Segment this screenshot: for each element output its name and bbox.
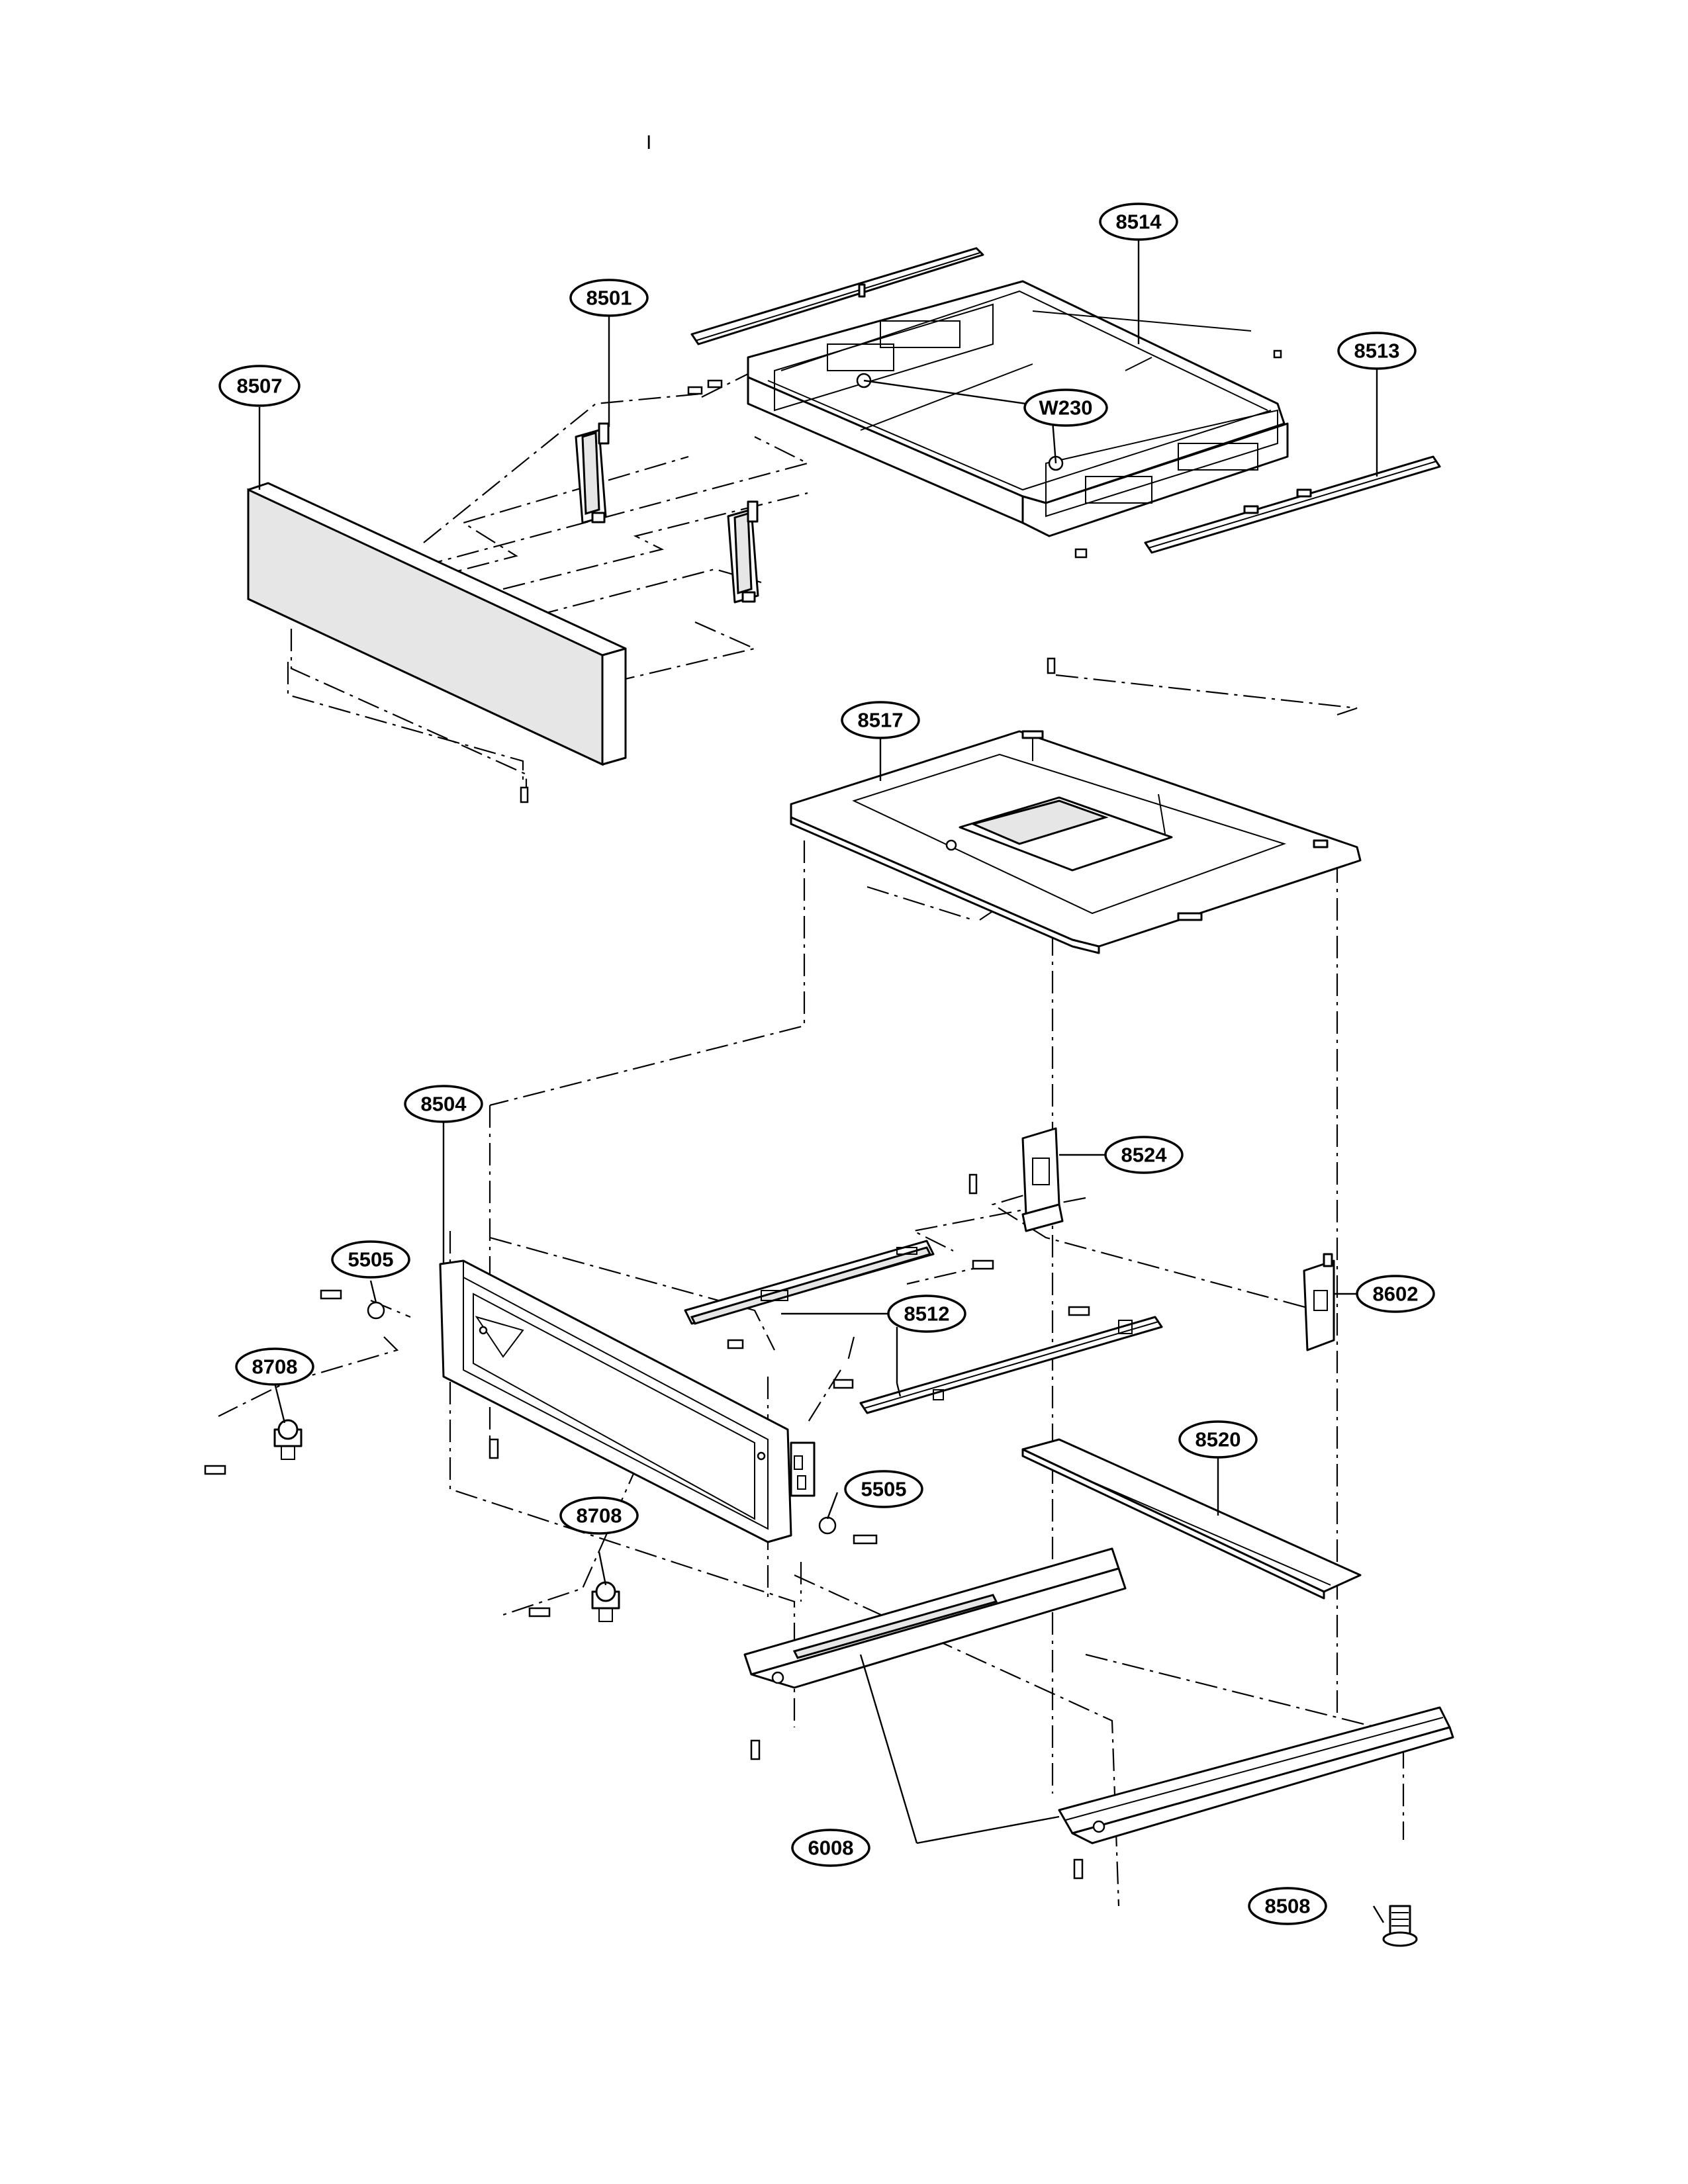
hole-icon — [479, 1326, 488, 1335]
screw-icon — [833, 1379, 854, 1389]
callout-label: 8520 — [1196, 1428, 1241, 1451]
screw-icon — [1068, 1306, 1090, 1316]
drawer-brackets — [575, 379, 759, 604]
callout-label: 6008 — [808, 1837, 854, 1860]
hole-icon — [771, 1671, 784, 1684]
callout-8708-right: 8708 — [559, 1496, 639, 1535]
header-mark: I — [646, 132, 651, 154]
callout-label: 8708 — [577, 1504, 622, 1527]
drawer-tub — [747, 280, 1289, 559]
callout-8517: 8517 — [841, 701, 920, 739]
front-frame — [439, 1259, 816, 1543]
callout-label: 8524 — [1121, 1144, 1168, 1167]
screw-icon — [687, 386, 703, 395]
callout-label: 8507 — [237, 375, 283, 398]
callout-label: 8508 — [1265, 1895, 1311, 1918]
callout-8507: 8507 — [218, 365, 301, 407]
leveling-feet — [273, 1419, 620, 1622]
fasteners — [204, 1173, 1090, 1880]
callout-label: 8602 — [1373, 1283, 1419, 1306]
callout-label: W230 — [1039, 396, 1093, 420]
callout-label: 5505 — [348, 1248, 394, 1271]
screw-icon — [853, 1534, 878, 1545]
callout-label: 8513 — [1354, 340, 1400, 363]
hole-icon — [945, 839, 957, 851]
washer-icon — [367, 1301, 385, 1320]
base-rails — [743, 1547, 1454, 1844]
screw-icon — [489, 1438, 499, 1459]
drawer-side-rail-8513 — [1144, 455, 1441, 554]
screw-icon — [750, 1739, 761, 1760]
washer-icon — [818, 1516, 837, 1535]
callout-8501: 8501 — [569, 279, 649, 317]
drawer-side-rail-top — [690, 247, 984, 345]
callout-8602: 8602 — [1356, 1275, 1435, 1313]
screw-icon — [727, 1339, 744, 1349]
callout-8524: 8524 — [1104, 1136, 1184, 1174]
callout-6008: 6008 — [791, 1829, 870, 1867]
hole-icon — [757, 1451, 766, 1461]
callout-label: 8501 — [586, 287, 632, 310]
front-drawer-panel — [247, 482, 627, 803]
screw-icon — [707, 379, 723, 388]
screw-icon — [204, 1465, 226, 1475]
callout-8504: 8504 — [404, 1085, 483, 1123]
cross-member — [1021, 1438, 1362, 1600]
hole-icon — [1092, 1820, 1105, 1833]
callout-8508: 8508 — [1248, 1887, 1327, 1925]
screw-icon — [528, 1607, 551, 1617]
callout-8514: 8514 — [1099, 203, 1178, 241]
slide-rails — [684, 1240, 1163, 1414]
callout-8708-left: 8708 — [235, 1347, 314, 1386]
callout-label: 8517 — [858, 709, 904, 732]
callout-8520: 8520 — [1178, 1420, 1258, 1459]
callout-5505-right: 5505 — [844, 1470, 923, 1508]
callout-label: 8504 — [421, 1093, 467, 1116]
callout-8513: 8513 — [1337, 332, 1417, 370]
screw-icon — [1073, 1858, 1084, 1880]
leg-foot — [1382, 1905, 1418, 1947]
screw-icon — [1273, 349, 1282, 359]
callout-label: 5505 — [861, 1478, 907, 1501]
screw-icon — [1074, 548, 1088, 559]
screw-icon — [972, 1259, 994, 1270]
side-brackets — [1021, 1127, 1335, 1351]
screw-icon — [1047, 657, 1056, 674]
callout-5505-left: 5505 — [331, 1240, 410, 1279]
callout-label: 8708 — [252, 1355, 298, 1379]
top-plate — [790, 657, 1362, 954]
screw-icon — [968, 1173, 978, 1195]
callout-label: 8514 — [1116, 210, 1162, 234]
leader-lines — [258, 238, 1385, 1923]
screw-icon — [320, 1289, 342, 1300]
callout-label: 8512 — [904, 1302, 950, 1326]
callout-w230: W230 — [1023, 388, 1108, 427]
callout-8512: 8512 — [887, 1295, 966, 1333]
screw-icon — [520, 786, 529, 803]
